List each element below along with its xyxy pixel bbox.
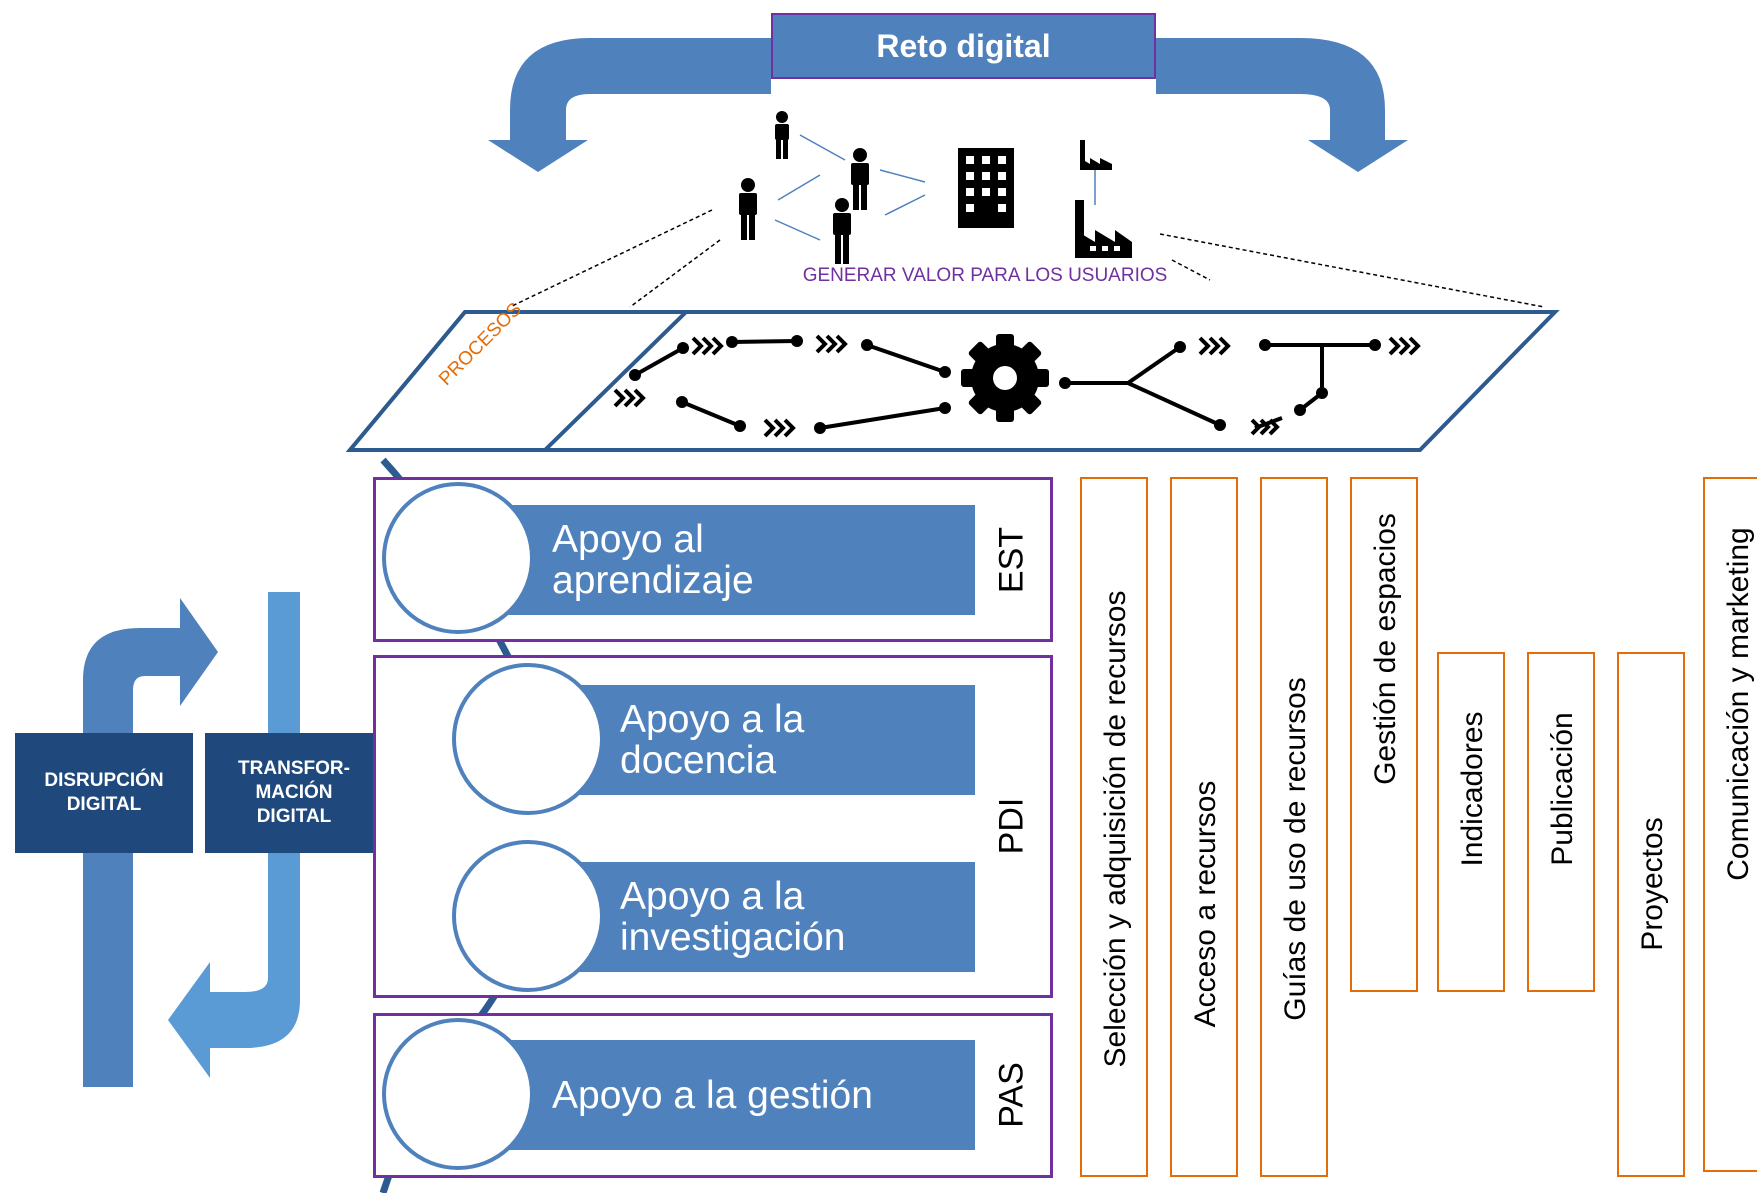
- circle-node: [382, 482, 534, 634]
- band-label: Apoyo al aprendizaje: [552, 518, 754, 602]
- group-code-est: EST: [992, 526, 1031, 594]
- band-apoyo-docencia: Apoyo a la docencia: [535, 685, 975, 795]
- column-label: Publicación: [1546, 712, 1579, 866]
- person-icon: [833, 198, 851, 264]
- column-espacios: Gestión de espacios: [1350, 477, 1418, 992]
- top-left-curved-arrow: [488, 38, 771, 172]
- column-comunicacion: Comunicación y marketing: [1703, 477, 1757, 1172]
- transformation-label: TRANSFOR- MACIÓN DIGITAL: [238, 758, 350, 827]
- circle-node: [452, 663, 604, 815]
- circle-node: [452, 840, 604, 992]
- person-icon: [739, 178, 757, 240]
- column-label: Acceso a recursos: [1189, 780, 1222, 1028]
- transformation-box: TRANSFOR- MACIÓN DIGITAL: [205, 733, 383, 853]
- column-publicacion: Publicación: [1527, 652, 1595, 992]
- building-icon: [958, 148, 1014, 228]
- disruption-box: DISRUPCIÓN DIGITAL: [15, 733, 193, 853]
- column-label: Comunicación y marketing: [1722, 527, 1755, 881]
- band-apoyo-aprendizaje: Apoyo al aprendizaje: [460, 505, 975, 615]
- band-label: Apoyo a la docencia: [620, 698, 805, 782]
- band-apoyo-investigacion: Apoyo a la investigación: [535, 862, 975, 972]
- top-right-curved-arrow: [1156, 38, 1408, 172]
- people-network-lines: [774, 134, 1096, 241]
- chevron-icons: [613, 334, 1421, 438]
- small-factory-icon: [1080, 140, 1112, 170]
- circle-node: [382, 1018, 534, 1170]
- column-label: Proyectos: [1636, 817, 1669, 951]
- group-code-pdi: PDI: [992, 797, 1031, 855]
- group-code-pas: PAS: [992, 1062, 1031, 1128]
- process-nodes: [629, 335, 1381, 434]
- disruption-arrow: [83, 598, 218, 1087]
- column-label: Guías de uso de recursos: [1279, 677, 1312, 1021]
- column-indicadores: Indicadores: [1437, 652, 1505, 992]
- person-icon: [851, 148, 869, 210]
- column-seleccion: Selección y adquisición de recursos: [1080, 477, 1148, 1177]
- reto-digital-title: Reto digital: [771, 13, 1156, 79]
- band-label: Apoyo a la investigación: [620, 875, 846, 959]
- column-label: Gestión de espacios: [1369, 513, 1402, 785]
- column-label: Selección y adquisición de recursos: [1099, 590, 1132, 1068]
- band-apoyo-gestion: Apoyo a la gestión: [460, 1040, 975, 1150]
- dashed-connector-lines: [509, 209, 1545, 308]
- process-platform: [345, 310, 1560, 452]
- factory-icon: [1075, 200, 1132, 258]
- column-acceso: Acceso a recursos: [1170, 477, 1238, 1177]
- process-network: [634, 339, 1375, 430]
- band-label: Apoyo a la gestión: [552, 1073, 873, 1117]
- column-label: Indicadores: [1456, 711, 1489, 867]
- disruption-label: DISRUPCIÓN DIGITAL: [44, 770, 164, 815]
- column-proyectos: Proyectos: [1617, 652, 1685, 1177]
- generar-valor-label: GENERAR VALOR PARA LOS USUARIOS: [802, 265, 1168, 286]
- gear-icon: [961, 334, 1049, 422]
- person-icon: [775, 111, 789, 159]
- column-guias: Guías de uso de recursos: [1260, 477, 1328, 1177]
